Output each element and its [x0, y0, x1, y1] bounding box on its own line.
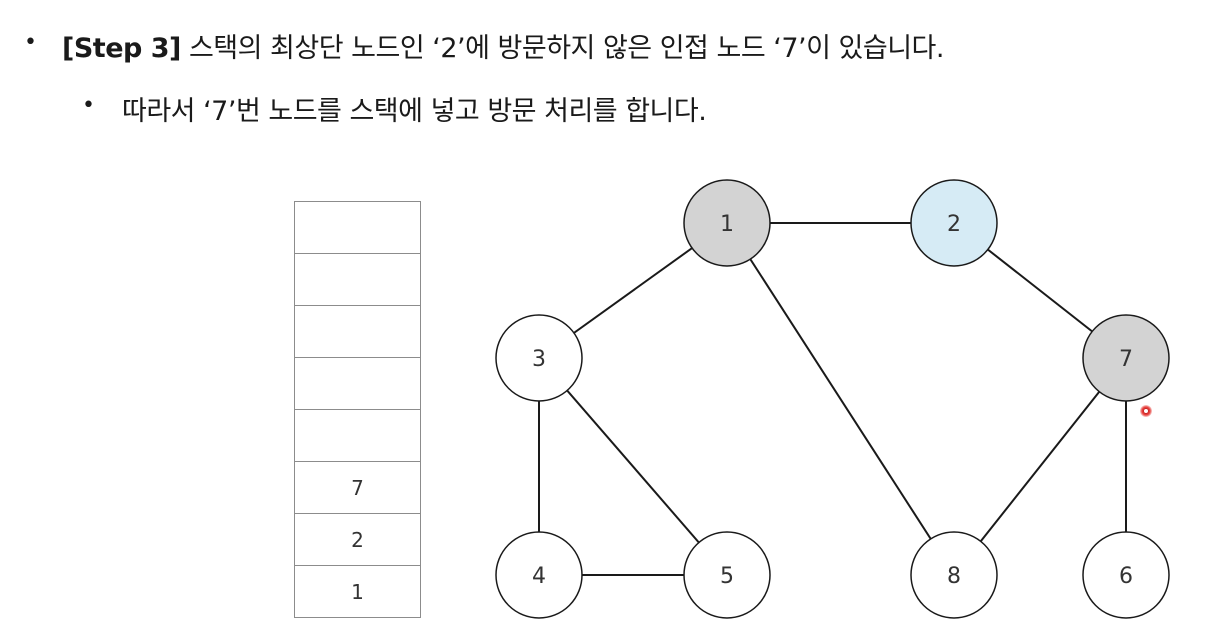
- node-5: 5: [683, 531, 771, 619]
- node-circle: [495, 314, 583, 402]
- step-description: [Step 3] 스택의 최상단 노드인 ‘2’에 방문하지 않은 인접 노드 …: [62, 26, 944, 65]
- stack-cell: 2: [295, 514, 420, 566]
- graph-nodes: 1 2 3 7 4 5 8 6: [495, 179, 1170, 619]
- graph-edges: [538, 222, 1127, 576]
- node-label: 5: [720, 564, 734, 589]
- node-label: 3: [532, 347, 546, 372]
- node-7: 7: [1082, 314, 1170, 402]
- step-label: [Step 3]: [62, 33, 181, 64]
- stack-cell: [295, 358, 420, 410]
- sub-description-text: 따라서 ‘7’번 노드를 스택에 넣고 방문 처리를 합니다.: [122, 96, 707, 127]
- node-2: 2: [910, 179, 998, 267]
- stack-cell: [295, 306, 420, 358]
- node-label: 7: [1119, 347, 1133, 372]
- node-circle: [683, 179, 771, 267]
- stack: 7 2 1: [294, 201, 421, 618]
- node-circle: [683, 531, 771, 619]
- node-circle: [1082, 314, 1170, 402]
- node-circle: [910, 531, 998, 619]
- stack-cell: [295, 202, 420, 254]
- stack-cell: [295, 254, 420, 306]
- node-circle: [910, 179, 998, 267]
- edge-1-8: [726, 222, 955, 576]
- node-8: 8: [910, 531, 998, 619]
- stack-cell-bottom: 1: [295, 566, 420, 618]
- node-label: 4: [532, 564, 546, 589]
- node-1: 1: [683, 179, 771, 267]
- node-label: 2: [947, 212, 961, 237]
- bullet-dot: •: [24, 30, 37, 55]
- bullet-dot: •: [82, 93, 95, 118]
- node-label: 6: [1119, 564, 1133, 589]
- node-4: 4: [495, 531, 583, 619]
- node-circle: [495, 531, 583, 619]
- edge-7-8: [953, 357, 1127, 576]
- stack-cell: [295, 410, 420, 462]
- node-circle: [1082, 531, 1170, 619]
- node-label: 8: [947, 564, 961, 589]
- edge-3-5: [538, 357, 728, 576]
- node-label: 1: [720, 212, 734, 237]
- pointer-cursor-icon: [1140, 405, 1152, 417]
- step-description-text: 스택의 최상단 노드인 ‘2’에 방문하지 않은 인접 노드 ‘7’이 있습니다…: [180, 33, 945, 64]
- node-6: 6: [1082, 531, 1170, 619]
- node-3: 3: [495, 314, 583, 402]
- stack-cell-top: 7: [295, 462, 420, 514]
